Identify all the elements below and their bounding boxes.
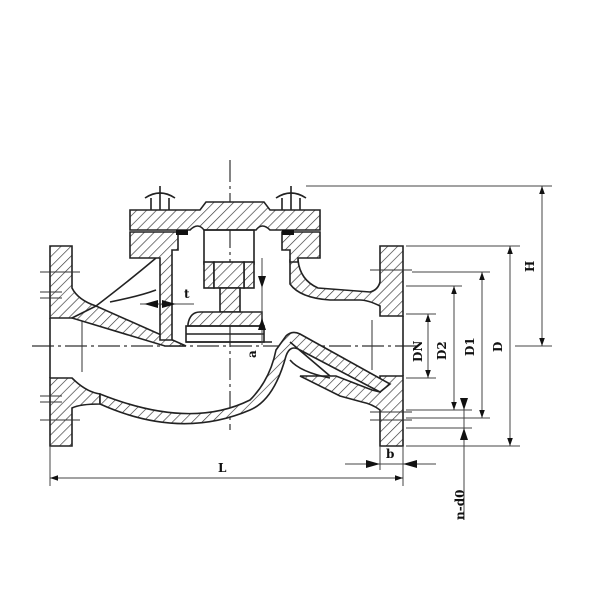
dimension-n-d0: n-d0 bbox=[453, 398, 468, 520]
label-n-d0: n-d0 bbox=[453, 490, 467, 520]
dimension-L: L bbox=[49, 446, 404, 486]
label-D1: D1 bbox=[463, 337, 477, 356]
dimension-DN: DN bbox=[411, 314, 431, 378]
label-t: t bbox=[184, 287, 190, 301]
dimension-D2: D2 bbox=[435, 286, 457, 410]
bolt-left bbox=[144, 186, 176, 210]
label-D2: D2 bbox=[435, 341, 449, 360]
bonnet-neck bbox=[129, 231, 321, 341]
extension-lines bbox=[306, 185, 552, 447]
dimension-H: H bbox=[523, 186, 545, 346]
label-D: D bbox=[491, 342, 505, 352]
label-a: a bbox=[245, 350, 259, 358]
label-DN: DN bbox=[411, 341, 425, 362]
dimension-b: b bbox=[345, 446, 436, 470]
bolt-right bbox=[275, 186, 307, 210]
label-H: H bbox=[523, 261, 537, 272]
valve-body bbox=[69, 257, 392, 425]
dimension-D: D bbox=[491, 246, 513, 446]
label-b: b bbox=[386, 447, 394, 461]
label-L: L bbox=[218, 461, 227, 475]
bonnet-cover bbox=[129, 201, 321, 313]
dimension-a: a bbox=[245, 258, 266, 358]
dimension-t: t bbox=[140, 287, 194, 308]
left-flange bbox=[40, 245, 141, 447]
dimension-D1: D1 bbox=[463, 272, 485, 418]
